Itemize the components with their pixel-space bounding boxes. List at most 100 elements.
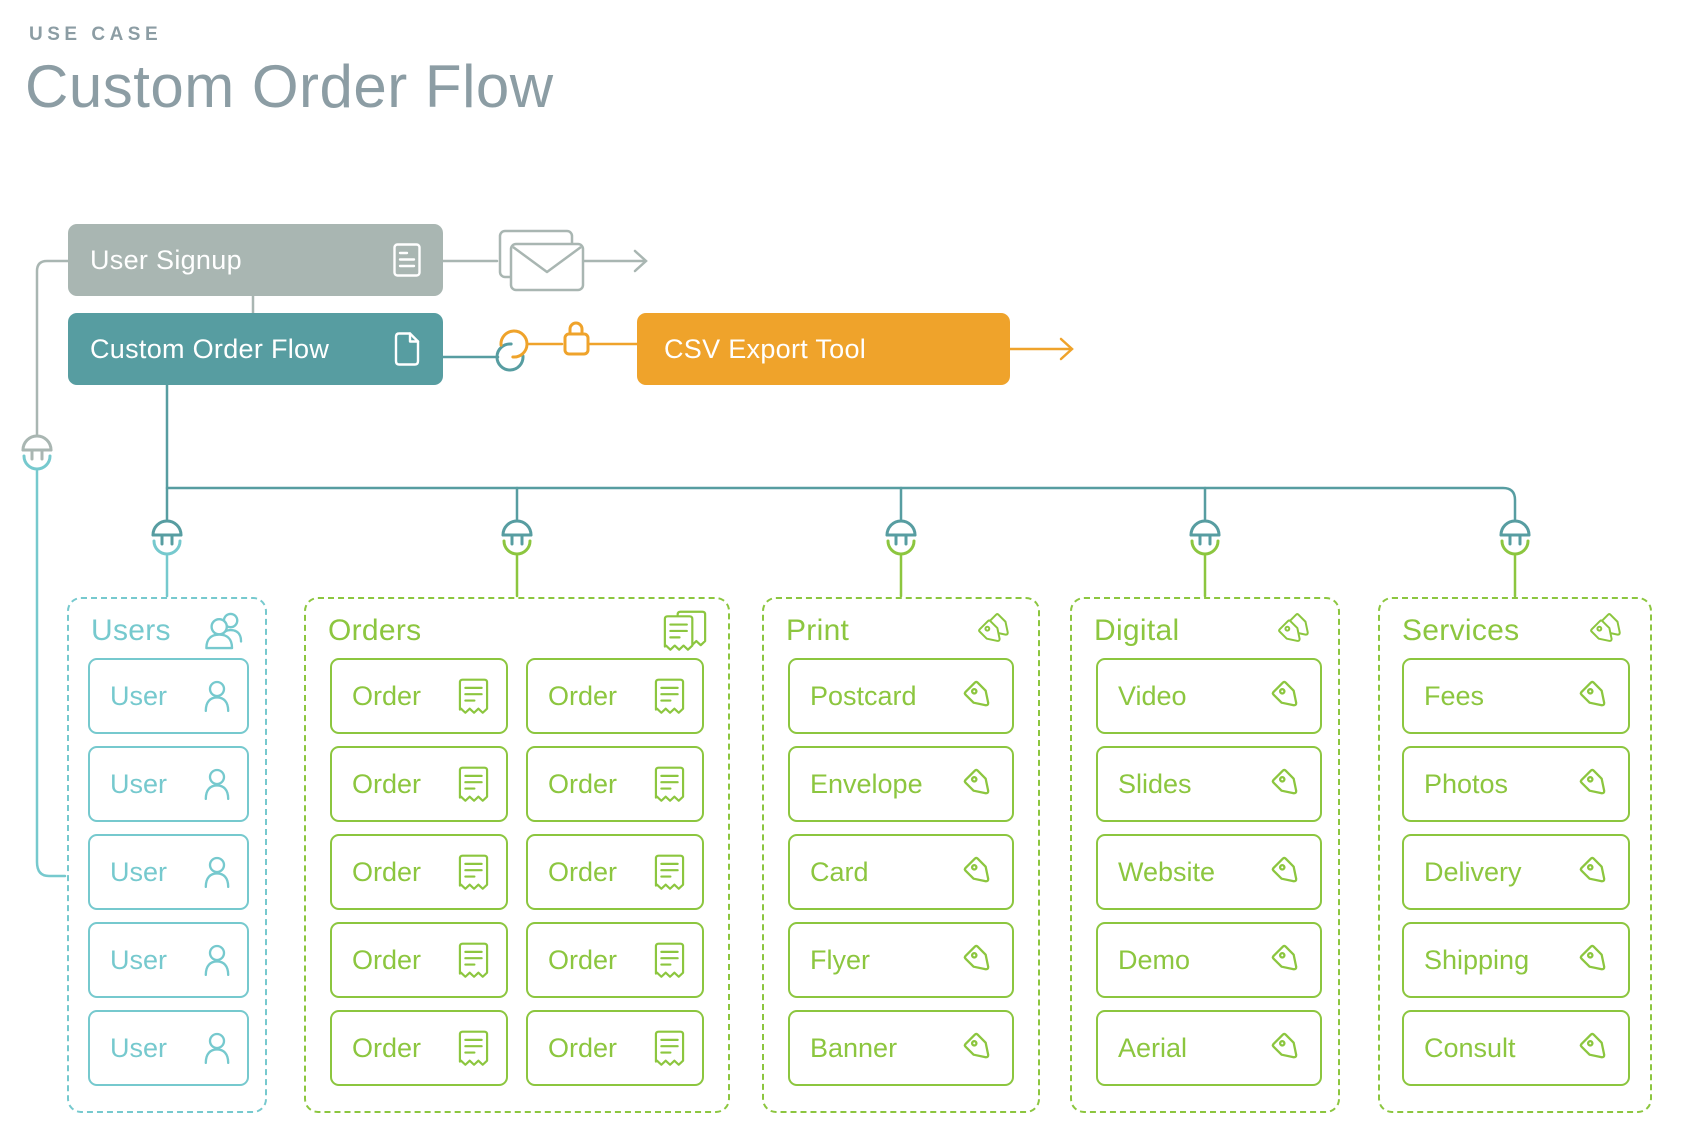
tag-icon xyxy=(1576,1030,1612,1066)
digital-item-video[interactable]: Video xyxy=(1096,658,1322,734)
digital-item-website[interactable]: Website xyxy=(1096,834,1322,910)
tag-icon xyxy=(1576,854,1612,890)
receipt-icon xyxy=(457,941,490,979)
user-item[interactable]: User xyxy=(88,746,249,822)
services-item-delivery[interactable]: Delivery xyxy=(1402,834,1630,910)
order-item[interactable]: Order xyxy=(526,834,704,910)
plug-icon xyxy=(1189,519,1221,598)
print-item-flyer[interactable]: Flyer xyxy=(788,922,1014,998)
user-item[interactable]: User xyxy=(88,658,249,734)
plug-icon xyxy=(21,434,67,878)
digital-item-demo[interactable]: Demo xyxy=(1096,922,1322,998)
digital-group: Digital Video Slides Website Demo Aerial xyxy=(1070,597,1340,1113)
tags-icon xyxy=(1274,612,1318,650)
digital-group-header: Digital xyxy=(1072,599,1338,658)
order-item[interactable]: Order xyxy=(330,658,508,734)
tag-icon xyxy=(1576,942,1612,978)
digital-group-title: Digital xyxy=(1094,613,1180,647)
document-lines-icon xyxy=(393,243,421,277)
services-group-header: Services xyxy=(1380,599,1650,658)
orders-group-header: Orders xyxy=(306,599,728,658)
print-item-envelope[interactable]: Envelope xyxy=(788,746,1014,822)
receipt-stack-icon xyxy=(662,609,708,652)
user-item[interactable]: User xyxy=(88,922,249,998)
tags-icon xyxy=(1586,612,1630,650)
user-icon xyxy=(203,680,231,712)
digital-item-aerial[interactable]: Aerial xyxy=(1096,1010,1322,1086)
users-group-title: Users xyxy=(91,613,171,647)
plug-icon xyxy=(151,519,183,598)
services-item-consult[interactable]: Consult xyxy=(1402,1010,1630,1086)
print-group-header: Print xyxy=(764,599,1038,658)
tag-icon xyxy=(960,942,996,978)
tag-icon xyxy=(960,1030,996,1066)
use-case-eyebrow: USE CASE xyxy=(29,24,163,45)
services-item-shipping[interactable]: Shipping xyxy=(1402,922,1630,998)
user-signup-node[interactable]: User Signup xyxy=(68,224,443,296)
tag-icon xyxy=(960,678,996,714)
services-item-photos[interactable]: Photos xyxy=(1402,746,1630,822)
user-icon xyxy=(203,768,231,800)
arrow-right-icon xyxy=(1059,337,1074,361)
order-item[interactable]: Order xyxy=(330,1010,508,1086)
csv-export-tool-label: CSV Export Tool xyxy=(664,333,867,364)
receipt-icon xyxy=(457,1029,490,1067)
arrow-right-icon xyxy=(633,249,648,273)
plug-icon xyxy=(885,519,917,598)
services-group: Services Fees Photos Delivery Shipping C… xyxy=(1378,597,1652,1113)
tag-icon xyxy=(1268,942,1304,978)
users-group: Users User User User User User xyxy=(67,597,267,1113)
envelope-icon xyxy=(498,229,585,292)
user-item[interactable]: User xyxy=(88,834,249,910)
print-item-card[interactable]: Card xyxy=(788,834,1014,910)
users-group-header: Users xyxy=(69,599,265,658)
lock-icon xyxy=(563,321,590,356)
order-item[interactable]: Order xyxy=(526,658,704,734)
receipt-icon xyxy=(653,1029,686,1067)
order-item[interactable]: Order xyxy=(526,746,704,822)
custom-order-flow-label: Custom Order Flow xyxy=(90,333,330,364)
receipt-icon xyxy=(653,677,686,715)
print-group: Print Postcard Envelope Card Flyer Banne… xyxy=(762,597,1040,1113)
chain-hook-icon xyxy=(495,329,529,372)
orders-group: Orders Order Order Order Order Order xyxy=(304,597,730,1113)
csv-export-tool-node[interactable]: CSV Export Tool xyxy=(637,313,1010,385)
services-group-title: Services xyxy=(1402,613,1520,647)
tag-icon xyxy=(960,854,996,890)
tags-icon xyxy=(974,612,1018,650)
page-title: Custom Order Flow xyxy=(25,53,554,120)
print-group-title: Print xyxy=(786,613,850,647)
tag-icon xyxy=(1268,854,1304,890)
plug-icon xyxy=(1499,519,1531,598)
receipt-icon xyxy=(457,677,490,715)
user-icon xyxy=(203,944,231,976)
tag-icon xyxy=(1268,766,1304,802)
receipt-icon xyxy=(457,765,490,803)
digital-item-slides[interactable]: Slides xyxy=(1096,746,1322,822)
tag-icon xyxy=(1268,678,1304,714)
user-icon xyxy=(203,856,231,888)
receipt-icon xyxy=(653,853,686,891)
tag-icon xyxy=(960,766,996,802)
receipt-icon xyxy=(653,941,686,979)
users-icon xyxy=(201,612,245,650)
services-item-fees[interactable]: Fees xyxy=(1402,658,1630,734)
print-item-postcard[interactable]: Postcard xyxy=(788,658,1014,734)
print-item-banner[interactable]: Banner xyxy=(788,1010,1014,1086)
tag-icon xyxy=(1576,766,1612,802)
order-item[interactable]: Order xyxy=(526,1010,704,1086)
order-item[interactable]: Order xyxy=(330,834,508,910)
order-item[interactable]: Order xyxy=(330,746,508,822)
tag-icon xyxy=(1576,678,1612,714)
order-item[interactable]: Order xyxy=(526,922,704,998)
orders-group-title: Orders xyxy=(328,613,422,647)
receipt-icon xyxy=(653,765,686,803)
receipt-icon xyxy=(457,853,490,891)
plug-icon xyxy=(501,519,533,598)
order-item[interactable]: Order xyxy=(330,922,508,998)
custom-order-flow-node[interactable]: Custom Order Flow xyxy=(68,313,443,385)
tag-icon xyxy=(1268,1030,1304,1066)
user-item[interactable]: User xyxy=(88,1010,249,1086)
user-signup-label: User Signup xyxy=(90,244,242,275)
